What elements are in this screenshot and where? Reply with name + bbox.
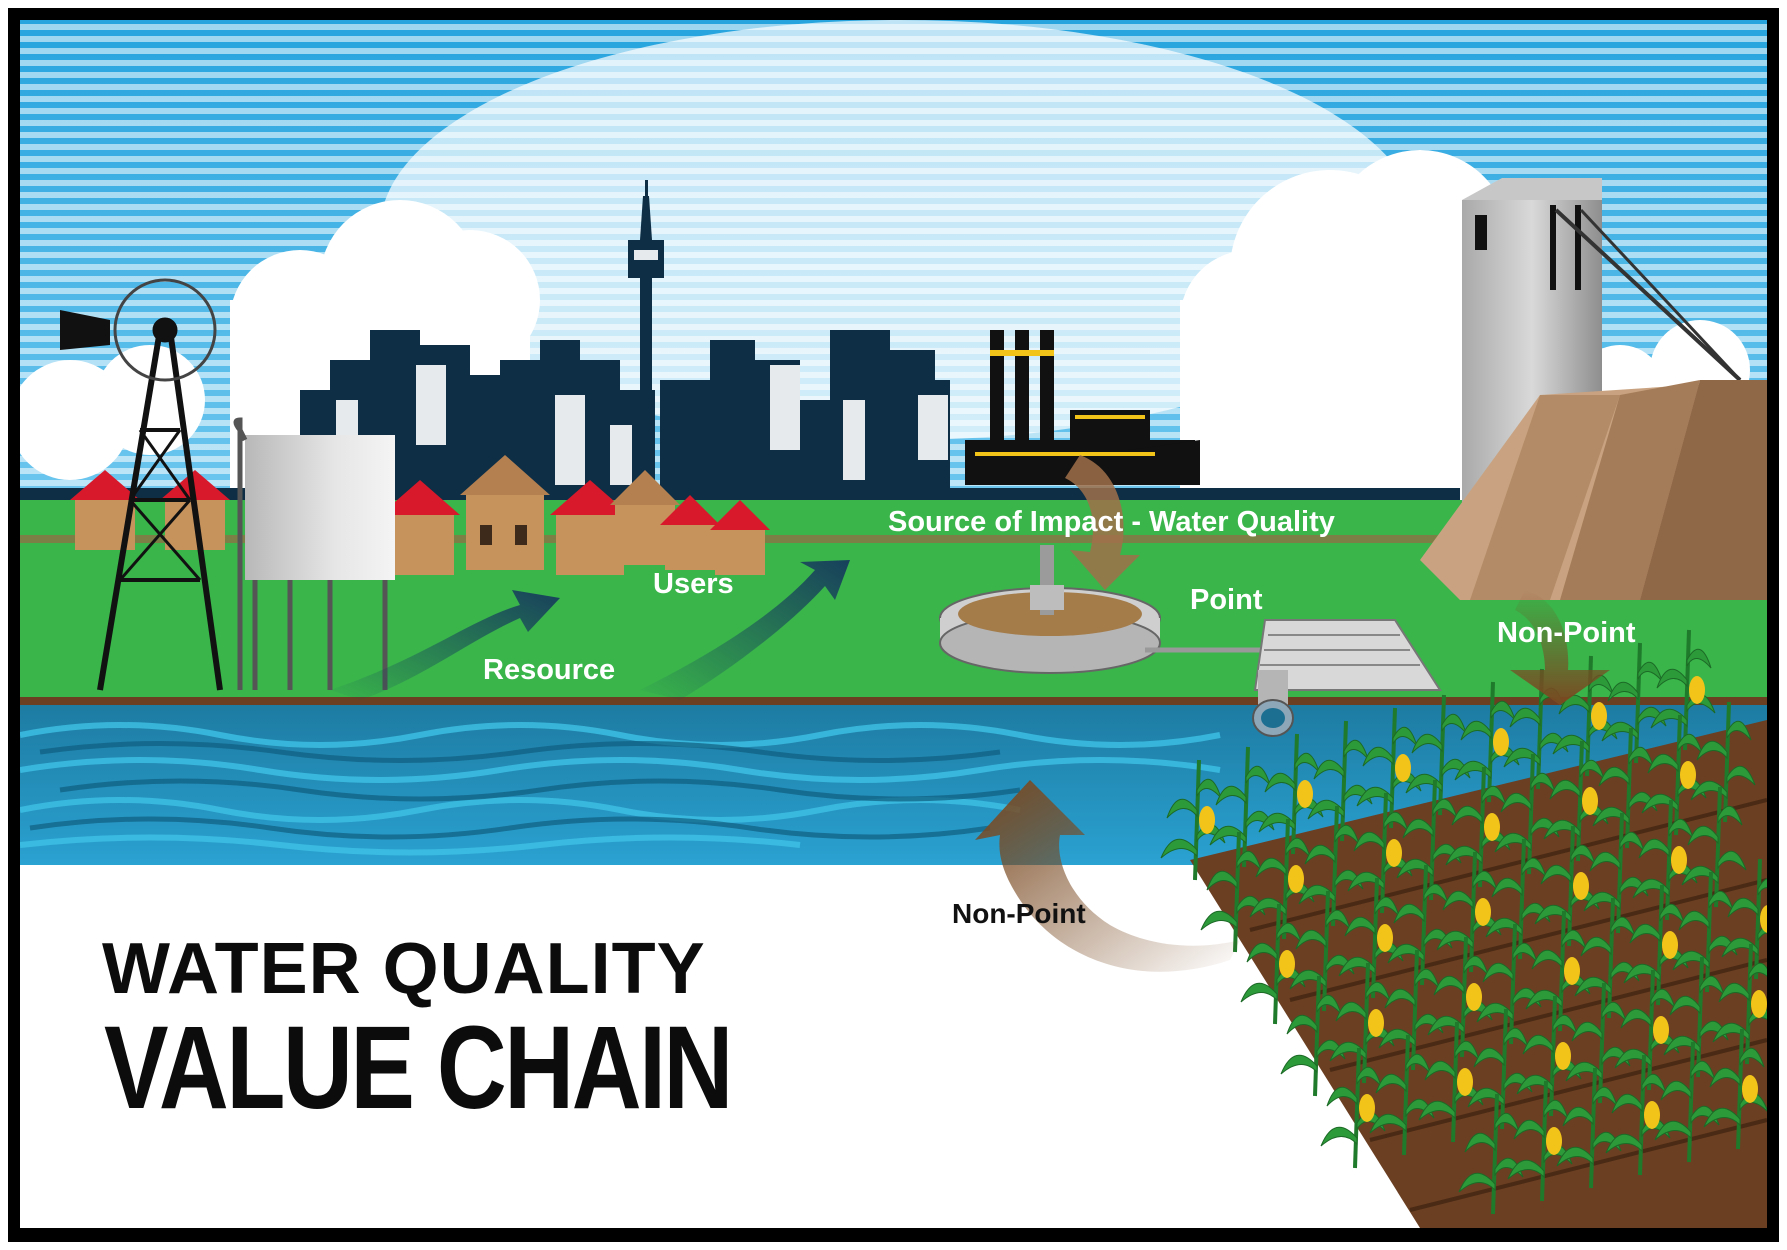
non-point-arrow-right xyxy=(1510,590,1610,705)
corn-plant xyxy=(1307,720,1373,842)
title-value-chain: VALUE CHAIN xyxy=(104,1002,733,1134)
corn-plant xyxy=(1298,805,1364,927)
outfall-pipe-icon xyxy=(1252,670,1294,737)
corn-plant xyxy=(1690,701,1756,823)
label-non-point-right: Non-Point xyxy=(1497,617,1636,649)
corn-plant xyxy=(1565,982,1631,1104)
corn-plant xyxy=(1507,1080,1573,1202)
corn-plant xyxy=(1258,733,1324,855)
corn-plant xyxy=(1623,884,1689,1006)
resource-arrow-right xyxy=(640,560,850,700)
corn-plant xyxy=(1209,746,1275,868)
corn-plant xyxy=(1494,753,1560,875)
corn-plant xyxy=(1605,1054,1671,1176)
water-tank-icon xyxy=(233,417,395,690)
source-impact-arrow xyxy=(1065,455,1140,590)
corn-plant xyxy=(1338,877,1404,999)
corn-plant xyxy=(1160,759,1226,881)
corn-plant xyxy=(1387,864,1453,986)
corn-plant xyxy=(1436,851,1502,973)
windmill-icon xyxy=(60,278,223,691)
corn-field-icon xyxy=(1160,629,1767,1228)
corn-plant xyxy=(1516,995,1582,1117)
label-point: Point xyxy=(1190,584,1263,616)
corn-plant xyxy=(1458,1093,1524,1215)
mine-dump-icon xyxy=(1420,380,1767,600)
label-non-point-lower: Non-Point xyxy=(952,898,1086,929)
title-water-quality: WATER QUALITY xyxy=(102,929,706,1009)
corn-plants xyxy=(1160,629,1767,1215)
corn-plant xyxy=(1721,858,1767,980)
label-resource: Resource xyxy=(483,654,616,686)
corn-plant xyxy=(1525,910,1591,1032)
corn-plant xyxy=(1601,642,1667,764)
corn-plant xyxy=(1418,1021,1484,1143)
corn-plant xyxy=(1663,956,1729,1078)
corn-plant xyxy=(1200,831,1266,953)
corn-plant xyxy=(1378,949,1444,1071)
corn-plant xyxy=(1356,707,1422,829)
treatment-clarifier-icon xyxy=(939,545,1260,674)
corn-plant xyxy=(1445,766,1511,888)
corn-plant xyxy=(1427,936,1493,1058)
corn-plant xyxy=(1654,1041,1720,1163)
filter-bed-icon xyxy=(1253,619,1442,691)
corn-plant xyxy=(1534,825,1600,947)
corn-plant xyxy=(1405,694,1471,816)
corn-plant xyxy=(1240,903,1306,1025)
skyline-windows xyxy=(336,250,948,485)
corn-plant xyxy=(1280,975,1346,1097)
corn-plant xyxy=(1369,1034,1435,1156)
corn-plant xyxy=(1543,740,1609,862)
resource-arrow-left xyxy=(330,590,560,700)
corn-plant xyxy=(1592,727,1658,849)
label-users: Users xyxy=(653,568,734,600)
corn-plant xyxy=(1320,1047,1386,1169)
houses-icon xyxy=(70,455,770,575)
corn-plant xyxy=(1329,962,1395,1084)
corn-plant xyxy=(1476,923,1542,1045)
corn-plant xyxy=(1632,799,1698,921)
corn-plant xyxy=(1467,1008,1533,1130)
corn-plant xyxy=(1703,1028,1767,1150)
corn-plant xyxy=(1712,943,1767,1065)
corn-plant xyxy=(1454,681,1520,803)
corn-plant xyxy=(1650,629,1716,751)
corn-plant xyxy=(1614,969,1680,1091)
non-point-arrow-lower xyxy=(975,780,1240,972)
label-source-of-impact: Source of Impact - Water Quality xyxy=(888,506,1335,538)
